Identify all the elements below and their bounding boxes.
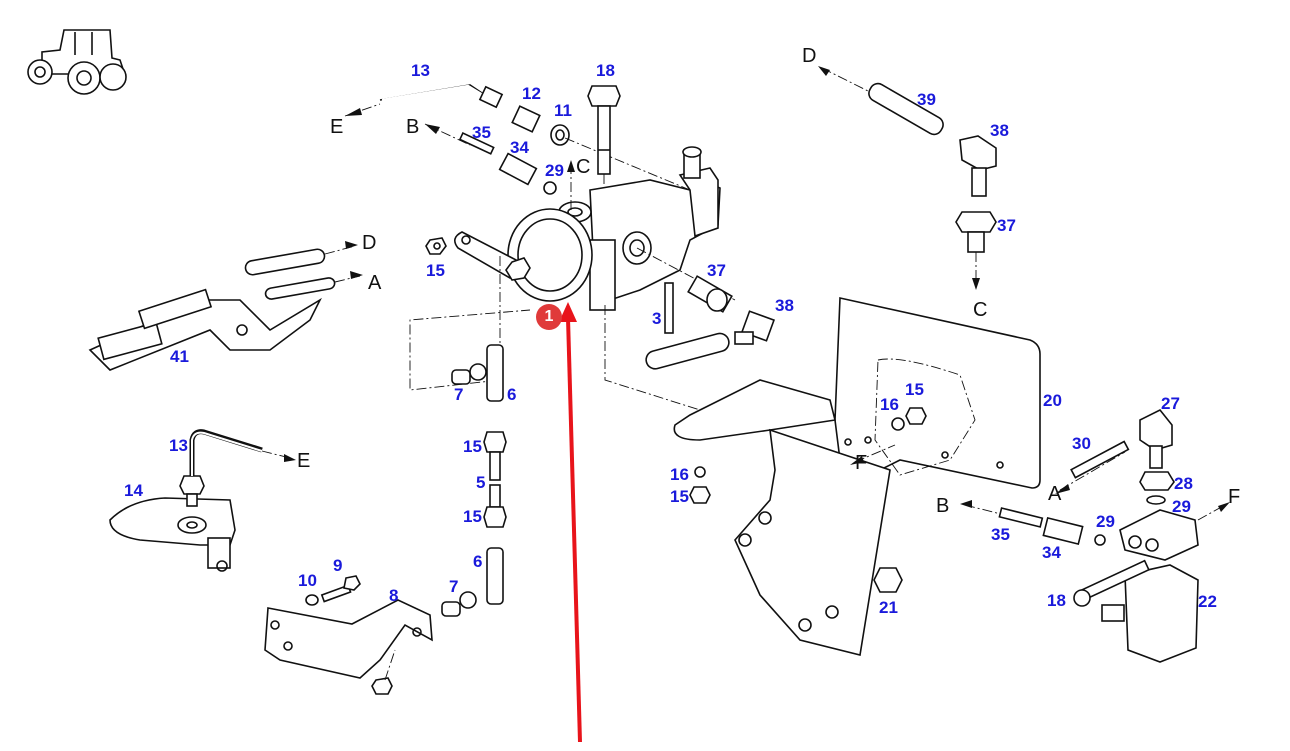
part-label[interactable]: 35 xyxy=(472,123,491,142)
part-label[interactable]: 16 xyxy=(880,395,899,414)
brake-valve-body xyxy=(507,146,736,311)
part-label[interactable]: 6 xyxy=(473,552,483,571)
part-label[interactable]: 6 xyxy=(507,385,517,404)
part-label[interactable]: 35 xyxy=(991,525,1010,544)
connection-letter: D xyxy=(802,45,817,67)
part-label[interactable]: 15 xyxy=(905,380,924,399)
part-label[interactable]: 27 xyxy=(1161,394,1180,413)
part-label[interactable]: 15 xyxy=(426,261,445,280)
fitting-37-38-mid xyxy=(645,275,776,370)
part-label[interactable]: 20 xyxy=(1043,391,1062,410)
bracket-8 xyxy=(264,575,433,695)
part-label[interactable]: 13 xyxy=(411,61,430,80)
solenoid-valve-22 xyxy=(960,408,1230,663)
part-label[interactable]: 21 xyxy=(879,598,898,617)
part-label[interactable]: 5 xyxy=(476,473,486,492)
union-nut-12 xyxy=(511,105,541,133)
hose-35 xyxy=(458,132,495,155)
connection-letter: F xyxy=(1228,486,1241,508)
part-label[interactable]: 37 xyxy=(707,261,726,280)
lever-arm xyxy=(425,231,531,281)
connection-letter: F xyxy=(855,452,868,474)
link-rod-assembly xyxy=(441,344,507,617)
washer-29 xyxy=(543,181,557,195)
part-label[interactable]: 8 xyxy=(389,586,399,605)
part-label[interactable]: 11 xyxy=(554,101,572,120)
part-label[interactable]: 34 xyxy=(510,138,529,157)
part-label[interactable]: 15 xyxy=(463,437,482,456)
connection-letter: A xyxy=(1048,483,1062,505)
connection-letter: E xyxy=(330,116,344,138)
part-label[interactable]: 18 xyxy=(596,61,615,80)
part-label[interactable]: 29 xyxy=(1172,497,1191,516)
part-label[interactable]: 16 xyxy=(670,465,689,484)
part-label[interactable]: 7 xyxy=(454,385,464,404)
connection-letter: B xyxy=(406,116,420,138)
part-label[interactable]: 41 xyxy=(170,347,189,366)
part-label[interactable]: 37 xyxy=(997,216,1016,235)
connection-letter: A xyxy=(368,272,382,294)
connection-letter: B xyxy=(936,495,950,517)
fitting-37-38-39-upper xyxy=(818,66,997,290)
part-label[interactable]: 13 xyxy=(169,436,188,455)
part-label[interactable]: 30 xyxy=(1072,434,1091,453)
washer-11 xyxy=(550,124,570,146)
mounting-plate-20 xyxy=(834,297,1041,489)
part-label[interactable]: 12 xyxy=(522,84,541,103)
fitting-34 xyxy=(498,152,538,186)
valve-block-41 xyxy=(88,241,363,371)
part-label[interactable]: 29 xyxy=(1096,512,1115,531)
highlight-marker[interactable]: 1 xyxy=(536,304,562,330)
part-label[interactable]: 9 xyxy=(333,556,343,575)
part-label[interactable]: 38 xyxy=(775,296,794,315)
pipe-13-flange-14 xyxy=(109,429,296,572)
highlight-arrow xyxy=(559,302,582,743)
part-label[interactable]: 29 xyxy=(545,161,564,180)
part-label[interactable]: 34 xyxy=(1042,543,1061,562)
connection-letter: D xyxy=(362,232,377,254)
connection-letter: C xyxy=(576,156,591,178)
part-label[interactable]: 3 xyxy=(652,309,662,328)
part-label[interactable]: 7 xyxy=(449,577,459,596)
part-label[interactable]: 15 xyxy=(463,507,482,526)
part-label[interactable]: 38 xyxy=(990,121,1009,140)
connection-letter: E xyxy=(297,450,311,472)
bracket-lower xyxy=(673,379,903,656)
connection-letter: C xyxy=(973,299,988,321)
part-label[interactable]: 39 xyxy=(917,90,936,109)
part-label[interactable]: 14 xyxy=(124,481,143,500)
pipe-13 xyxy=(344,84,504,117)
part-label[interactable]: 28 xyxy=(1174,474,1193,493)
part-label[interactable]: 10 xyxy=(298,571,317,590)
part-label[interactable]: 15 xyxy=(670,487,689,506)
part-label[interactable]: 18 xyxy=(1047,591,1066,610)
tractor-icon xyxy=(27,29,127,95)
part-label[interactable]: 22 xyxy=(1198,592,1217,611)
